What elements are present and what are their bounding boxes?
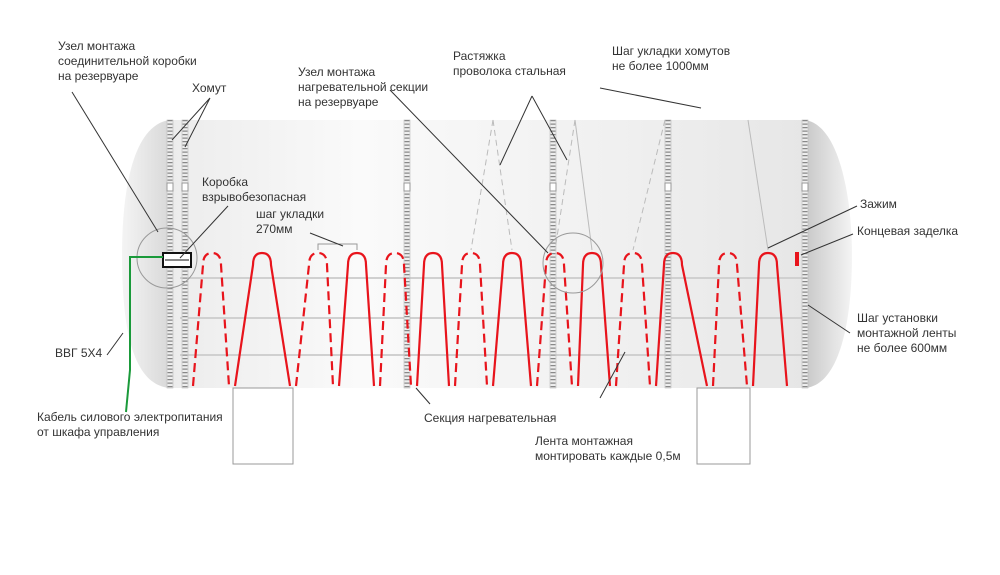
stretch-wire (632, 119, 666, 251)
heating-loop-dashed (294, 251, 335, 387)
label-clamp-pitch: Шаг укладки хомутов (612, 44, 730, 58)
label-tape-pitch: Шаг установки (857, 311, 938, 325)
label-cable-type: ВВГ 5Х4 (55, 346, 103, 360)
stretch-wire (574, 119, 593, 251)
label-clamp-pitch: не более 1000мм (612, 59, 709, 73)
heating-section (191, 251, 789, 387)
label-explosion-box: Коробка (202, 175, 248, 189)
label-mount-tape: Лента монтажная (535, 434, 633, 448)
label-heating-node: на резервуаре (298, 95, 379, 109)
clamp-strip (403, 119, 411, 389)
support-left (232, 387, 294, 465)
junction-box (162, 252, 192, 268)
label-wire-stretch: Растяжка (453, 49, 506, 63)
heating-loop-solid (654, 251, 709, 387)
label-junction-box-node: соединительной коробки (58, 54, 197, 68)
heating-loop-solid (491, 251, 533, 387)
label-power-cable: Кабель силового электропитания (37, 410, 223, 424)
label-junction-box-node: Узел монтажа (58, 39, 136, 53)
label-tape-pitch: не более 600мм (857, 341, 947, 355)
heating-loop-solid (233, 251, 292, 387)
label-heating-section: Секция нагревательная (424, 411, 556, 425)
support-right (696, 387, 751, 465)
tank-body (168, 120, 808, 388)
tank-left-end (122, 120, 170, 388)
label-heating-node: нагревательной секции (298, 80, 428, 94)
label-lay-pitch: 270мм (256, 222, 293, 236)
clamp-strip (801, 119, 809, 389)
tank (122, 120, 852, 465)
tank-right-end (805, 120, 852, 388)
label-wire-stretch: проволока стальная (453, 64, 566, 78)
heating-node-circle (542, 232, 604, 294)
heating-loop-solid (337, 251, 376, 387)
label-mount-tape: монтировать каждые 0,5м (535, 449, 681, 463)
stretch-wire (554, 119, 576, 251)
label-heating-node: Узел монтажа (298, 65, 376, 79)
heating-loop-solid (751, 251, 789, 387)
end-seal (795, 252, 799, 266)
label-explosion-box: взрывобезопасная (202, 190, 306, 204)
label-junction-box-node: на резервуаре (58, 69, 139, 83)
label-end-seal: Концевая заделка (857, 224, 958, 238)
label-tape-pitch: монтажной ленты (857, 326, 956, 340)
leader-lines (71, 87, 858, 405)
label-power-cable: от шкафа управления (37, 425, 159, 439)
stretch-wire (747, 119, 769, 251)
label-clamp: Хомут (192, 81, 227, 95)
label-clip: Зажим (860, 197, 897, 211)
power-cable (125, 256, 163, 413)
heating-loop-solid (576, 251, 612, 387)
heating-loop-solid (415, 251, 451, 387)
label-lay-pitch: шаг укладки (256, 207, 324, 221)
stretch-wire (492, 119, 513, 251)
